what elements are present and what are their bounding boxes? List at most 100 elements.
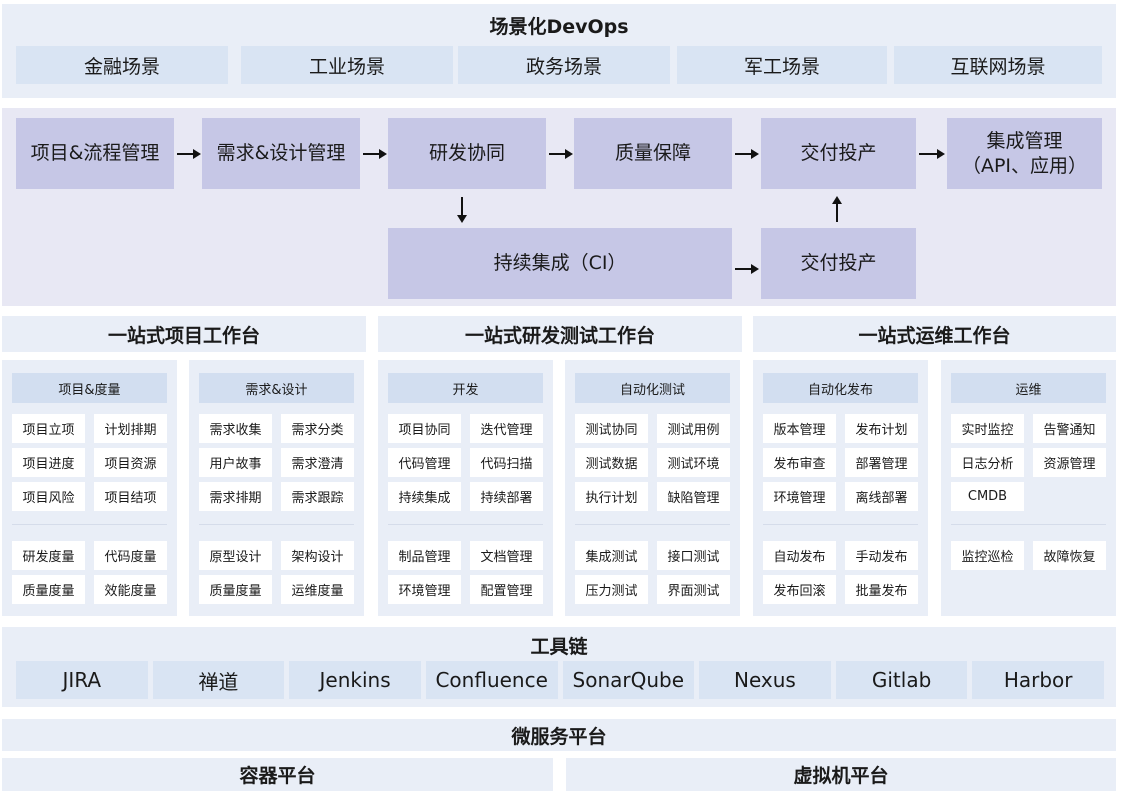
flow-integration-line1: 集成管理 <box>986 129 1063 152</box>
card-title-auto-test: 自动化测试 <box>575 373 730 403</box>
card-title-operations: 运维 <box>951 373 1106 403</box>
card-item: 发布审查 <box>763 448 836 477</box>
scene-industry: 工业场景 <box>241 46 453 84</box>
card-item: 自动发布 <box>763 541 836 570</box>
card-item: 测试数据 <box>575 448 648 477</box>
card-item: 集成测试 <box>575 541 648 570</box>
flow-quality: 质量保障 <box>574 118 732 189</box>
card-item: 手动发布 <box>845 541 918 570</box>
flow-arrow-4 <box>735 149 759 159</box>
flow-dev-collab: 研发协同 <box>388 118 546 189</box>
flow-delivery: 交付投产 <box>761 118 916 189</box>
card-item: 接口测试 <box>657 541 730 570</box>
card-item: 项目进度 <box>12 448 85 477</box>
scene-finance: 金融场景 <box>16 46 228 84</box>
card-item: 测试环境 <box>657 448 730 477</box>
tool-confluence: Confluence <box>425 661 558 699</box>
card-item: 计划排期 <box>94 414 167 443</box>
card-item: 测试协同 <box>575 414 648 443</box>
scene-military: 军工场景 <box>677 46 887 84</box>
card-item: 环境管理 <box>388 575 461 604</box>
tool-jira: JIRA <box>16 661 148 699</box>
tool-sonarqube: SonarQube <box>562 661 695 699</box>
card-item: 需求分类 <box>281 414 354 443</box>
card-item: 文档管理 <box>470 541 543 570</box>
card-separator <box>951 524 1106 525</box>
card-item: 批量发布 <box>845 575 918 604</box>
ws-title-ops: 一站式运维工作台 <box>753 316 1116 352</box>
card-title-development: 开发 <box>388 373 543 403</box>
card-item: 部署管理 <box>845 448 918 477</box>
flow-arrow-up <box>832 196 842 222</box>
toolchain-title: 工具链 <box>530 635 588 658</box>
card-item: 项目风险 <box>12 482 85 511</box>
card-item: 测试用例 <box>657 414 730 443</box>
card-item: 环境管理 <box>763 482 836 511</box>
tool-: 禅道 <box>152 661 285 699</box>
flow-project-process: 项目&流程管理 <box>16 118 174 189</box>
card-separator <box>12 524 167 525</box>
flow-arrow-1 <box>177 149 201 159</box>
card-item: 发布计划 <box>845 414 918 443</box>
card-item: 需求收集 <box>199 414 272 443</box>
card-item: 迭代管理 <box>470 414 543 443</box>
card-item: 效能度量 <box>94 575 167 604</box>
container-platform: 容器平台 <box>2 758 553 791</box>
card-item: 代码度量 <box>94 541 167 570</box>
tool-harbor: Harbor <box>972 661 1104 699</box>
card-separator <box>575 524 730 525</box>
card-item: 实时监控 <box>951 414 1024 443</box>
card-separator <box>388 524 543 525</box>
card-item: 项目协同 <box>388 414 461 443</box>
card-item: 压力测试 <box>575 575 648 604</box>
flow-arrow-6 <box>735 264 759 274</box>
card-item: 原型设计 <box>199 541 272 570</box>
tool-nexus: Nexus <box>699 661 831 699</box>
card-item: 监控巡检 <box>951 541 1024 570</box>
flow-arrow-3 <box>549 149 573 159</box>
card-item: 告警通知 <box>1033 414 1106 443</box>
card-item: 故障恢复 <box>1033 541 1106 570</box>
card-item: 持续部署 <box>470 482 543 511</box>
card-item: 缺陷管理 <box>657 482 730 511</box>
tool-gitlab: Gitlab <box>835 661 968 699</box>
card-item: 质量度量 <box>199 575 272 604</box>
card-item: 代码扫描 <box>470 448 543 477</box>
card-item: 用户故事 <box>199 448 272 477</box>
card-item: 日志分析 <box>951 448 1024 477</box>
vm-platform: 虚拟机平台 <box>566 758 1116 791</box>
card-item: 资源管理 <box>1033 448 1106 477</box>
tool-jenkins: Jenkins <box>289 661 421 699</box>
card-item: 需求排期 <box>199 482 272 511</box>
flow-ci: 持续集成（CI） <box>388 228 732 299</box>
flow-arrow-5 <box>919 149 945 159</box>
card-item: 执行计划 <box>575 482 648 511</box>
card-item: 界面测试 <box>657 575 730 604</box>
card-separator <box>199 524 354 525</box>
ws-title-project: 一站式项目工作台 <box>2 316 366 352</box>
flow-requirement-design: 需求&设计管理 <box>202 118 360 189</box>
card-item: 代码管理 <box>388 448 461 477</box>
scene-internet: 互联网场景 <box>894 46 1102 84</box>
card-item: 离线部署 <box>845 482 918 511</box>
card-separator <box>763 524 918 525</box>
flow-arrow-down <box>457 197 467 223</box>
card-title-auto-release: 自动化发布 <box>763 373 918 403</box>
flow-delivery-2: 交付投产 <box>761 228 916 299</box>
ws-title-devtest: 一站式研发测试工作台 <box>378 316 742 352</box>
card-title-requirement-design: 需求&设计 <box>199 373 354 403</box>
card-item: 制品管理 <box>388 541 461 570</box>
scenes-title: 场景化DevOps <box>489 15 629 38</box>
card-item: 需求跟踪 <box>281 482 354 511</box>
card-item: 架构设计 <box>281 541 354 570</box>
card-item: 发布回滚 <box>763 575 836 604</box>
card-item: 项目资源 <box>94 448 167 477</box>
card-item: 配置管理 <box>470 575 543 604</box>
card-item: CMDB <box>951 482 1024 511</box>
flow-integration: 集成管理 （API、应用） <box>947 118 1102 189</box>
card-item: 需求澄清 <box>281 448 354 477</box>
microservice-platform: 微服务平台 <box>2 719 1116 751</box>
card-item: 项目结项 <box>94 482 167 511</box>
card-item: 质量度量 <box>12 575 85 604</box>
card-item: 研发度量 <box>12 541 85 570</box>
